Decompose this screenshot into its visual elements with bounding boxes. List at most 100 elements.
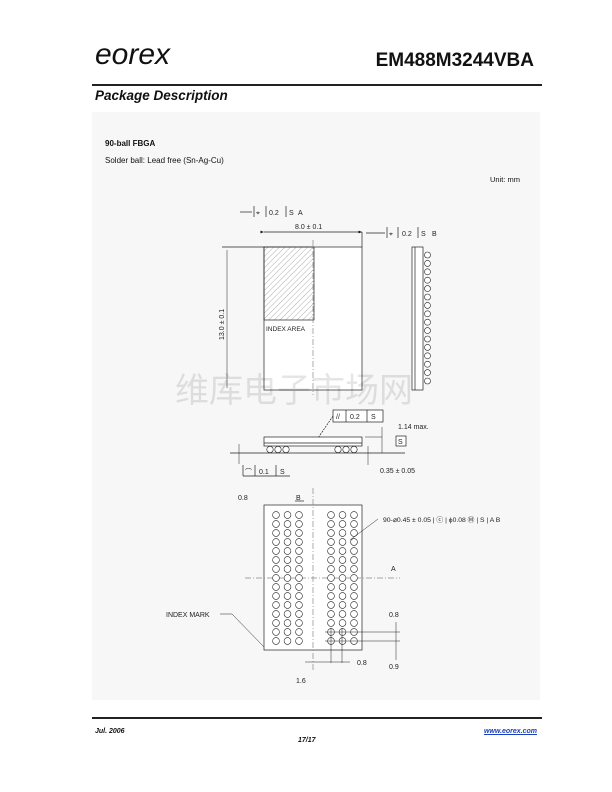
height-dimension: 13.0 ± 0.1: [219, 309, 226, 340]
bottom-view-ball-grid: [272, 511, 358, 645]
svg-text://: //: [336, 414, 340, 421]
solder-ball: [424, 318, 431, 326]
solder-ball: [283, 556, 292, 564]
solder-ball: [350, 520, 358, 528]
solder-ball: [424, 360, 431, 368]
side-view-balls: [424, 251, 431, 385]
page-number: 17/17: [298, 737, 316, 744]
solder-ball: [295, 610, 303, 618]
solder-ball: [342, 445, 350, 453]
solder-ball: [283, 574, 292, 582]
solder-ball: [283, 619, 292, 627]
fcf-position-a: ⌖ 0.2 S A: [240, 206, 303, 217]
solder-ball: [327, 610, 335, 618]
svg-text:⌖: ⌖: [256, 210, 260, 217]
solder-ball: [424, 293, 431, 301]
section-title: Package Description: [95, 88, 228, 103]
datum-b: B: [296, 495, 301, 502]
max-height-label: 1.14 max.: [398, 424, 429, 431]
solder-ball: [338, 547, 347, 555]
solder-ball: [295, 547, 303, 555]
svg-text:A: A: [298, 210, 303, 217]
front-view-outline: [263, 436, 363, 447]
edge-bottom-label: 0.9: [389, 664, 399, 671]
solder-ball: [295, 538, 303, 546]
solder-ball: [283, 628, 292, 636]
pitch-left-label: 0.8: [238, 495, 248, 502]
solder-ball: [283, 538, 292, 546]
side-view-outline: [411, 246, 424, 391]
svg-text:0.2: 0.2: [269, 210, 279, 217]
solder-ball: [327, 565, 335, 573]
solder-ball: [295, 592, 303, 600]
solder-ball: [424, 352, 431, 360]
solder-ball: [272, 565, 280, 573]
ball-callout: 90-⌀0.45 ± 0.05 | ⓒ | ϕ0.08 Ⓜ | S | A B: [383, 516, 501, 524]
solder-ball: [283, 637, 292, 645]
index-mark-label: INDEX MARK: [166, 612, 210, 619]
solder-ball: [350, 556, 358, 564]
solder-ball: [272, 538, 280, 546]
package-name: 90-ball FBGA: [105, 139, 156, 148]
solder-ball: [424, 335, 431, 343]
solder-ball: [424, 251, 431, 259]
solder-ball: [424, 377, 431, 385]
solder-ball: [338, 574, 347, 582]
svg-text:0.1: 0.1: [259, 469, 269, 476]
solder-ball: [327, 601, 335, 609]
center-offset-label: 1.6: [296, 678, 306, 685]
solder-ball: [350, 619, 358, 627]
solder-ball: [424, 285, 431, 292]
solder-ball: [295, 637, 303, 645]
solder-ball: [282, 445, 290, 453]
svg-text:S: S: [421, 231, 426, 238]
pitch-right-label: 0.8: [389, 612, 399, 619]
solder-ball: [272, 556, 280, 564]
svg-text:⌖: ⌖: [389, 231, 393, 238]
solder-ball: [283, 547, 292, 555]
solder-ball: [327, 619, 335, 627]
solder-ball: [295, 529, 303, 537]
solder-ball: [327, 538, 335, 546]
solder-ball: [338, 565, 347, 573]
watermark: 维库电子市场网: [175, 372, 413, 410]
solder-ball: [327, 520, 335, 528]
solder-ball: [424, 310, 431, 318]
solder-ball: [283, 610, 292, 618]
pitch-bottom-label: 0.8: [357, 660, 367, 667]
website-link[interactable]: www.eorex.com: [483, 728, 537, 735]
solder-ball: [350, 445, 358, 453]
svg-text:S: S: [280, 469, 285, 476]
solder-ball: [272, 601, 280, 609]
svg-text:0.2: 0.2: [350, 414, 360, 421]
solder-ball: [272, 511, 280, 519]
solder-ball: [272, 574, 280, 582]
solder-ball: [295, 520, 303, 528]
svg-text:S: S: [371, 414, 376, 421]
solder-ball: [295, 565, 303, 573]
svg-text:B: B: [432, 231, 437, 238]
solder-ball: [272, 619, 280, 627]
solder-ball: [295, 601, 303, 609]
solder-ball: [327, 511, 335, 519]
solder-ball: [272, 628, 280, 636]
solder-ball: [350, 601, 358, 609]
solder-ball: [350, 583, 358, 591]
solder-ball: [327, 529, 335, 537]
solder-ball: [350, 538, 358, 546]
solder-ball: [327, 556, 335, 564]
unit-label: Unit: mm: [490, 175, 520, 184]
solder-ball: [350, 574, 358, 582]
solder-ball: [424, 344, 431, 351]
solder-ball: [424, 302, 431, 309]
solder-ball: [338, 529, 347, 537]
fcf-flatness: ⌒ 0.1 S: [242, 465, 290, 477]
solder-ball: [272, 583, 280, 591]
solder-ball: [338, 538, 347, 546]
solder-ball: [283, 529, 292, 537]
solder-ball: [424, 268, 431, 276]
solder-ball: [295, 619, 303, 627]
solder-ball: [295, 583, 303, 591]
solder-ball: [327, 583, 335, 591]
